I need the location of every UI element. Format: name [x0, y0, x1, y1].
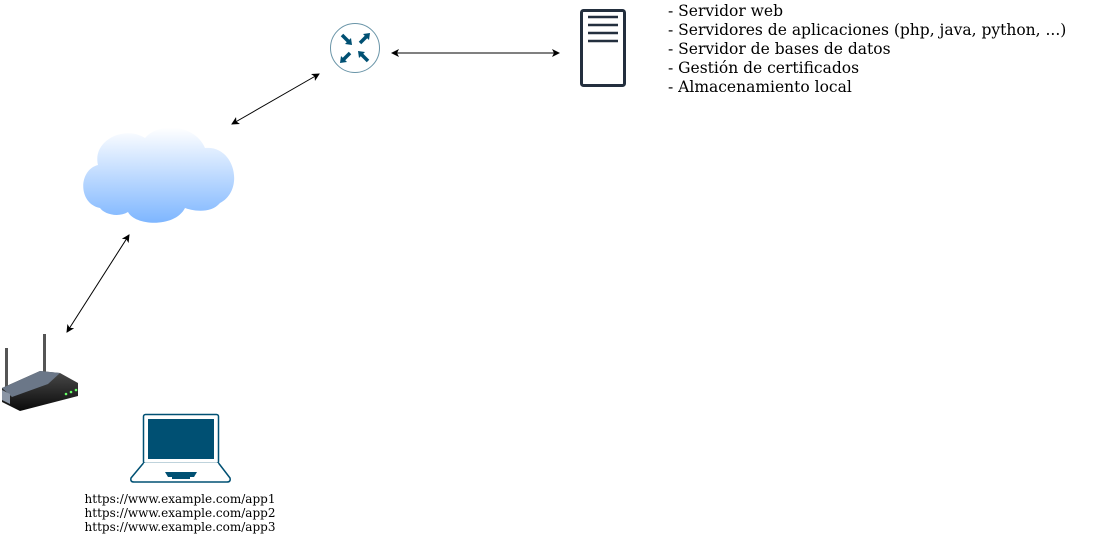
service-item: - Servidores de aplicaciones (php, java,…: [668, 21, 1066, 39]
server-services-list: - Servidor web - Servidores de aplicacio…: [668, 2, 1066, 96]
client-url: https://www.example.com/app2: [85, 506, 276, 520]
service-item: - Servidor web: [668, 2, 783, 20]
service-item: - Gestión de certificados: [668, 59, 859, 77]
router-icon: [330, 23, 380, 73]
server-icon: [580, 9, 626, 87]
client-url: https://www.example.com/app3: [85, 520, 276, 534]
laptop-icon: [130, 413, 231, 483]
service-item: - Servidor de bases de datos: [668, 40, 891, 58]
client-url-list: https://www.example.com/app1 https://www…: [85, 492, 276, 534]
connector-cloud-wifi: [66, 234, 130, 333]
connector-cloud-router: [231, 73, 320, 125]
wireless-router-icon: [2, 334, 78, 411]
client-url: https://www.example.com/app1: [85, 492, 276, 506]
service-item: - Almacenamiento local: [668, 78, 852, 96]
internet-cloud-icon: [83, 127, 235, 223]
